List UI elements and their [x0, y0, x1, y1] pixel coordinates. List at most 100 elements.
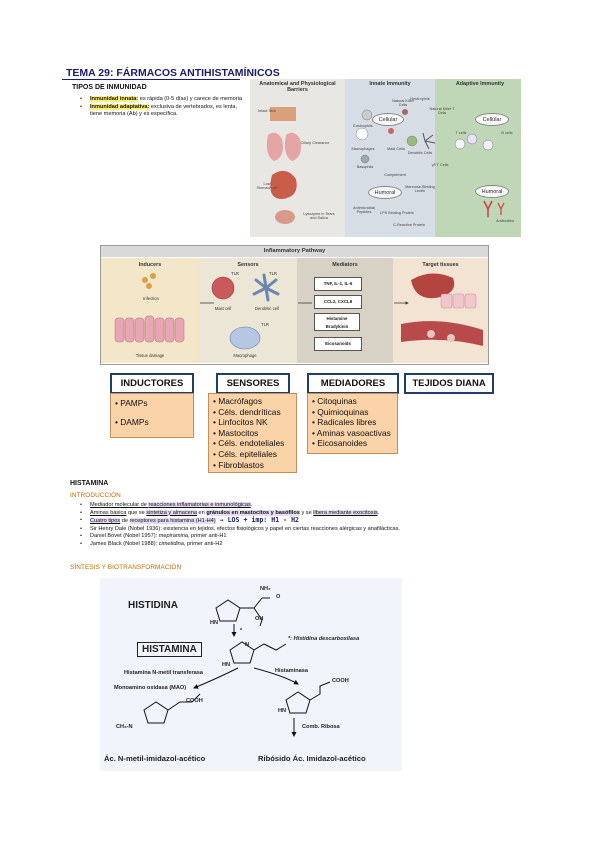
label-product-1: Ác. N-metil-imidazol-acético	[104, 754, 206, 763]
label-ch3n: CH₃-N	[116, 724, 133, 730]
label-tlr-1: TLR	[231, 271, 239, 276]
label-neutrophils: Neutrophils	[410, 97, 430, 101]
immunity-figure: Anatomical and Physiological Barriers In…	[250, 79, 521, 237]
subheading-introduccion: INTRODUCCIÓN	[70, 492, 121, 499]
mediator-box-histamine: Histamine Bradykinin	[314, 313, 360, 331]
list-item: • Citoquinas	[312, 396, 357, 406]
label-histamina: HISTAMINA	[137, 642, 202, 657]
lungs-icon	[266, 132, 301, 161]
handwritten-arrow: →	[215, 516, 228, 525]
list-item: • PAMPs	[115, 398, 148, 408]
label-b-cells: B cells	[501, 131, 513, 135]
text: , primer anti-H2	[183, 540, 223, 547]
label-lysozyme: Lysozyme in Tears and Saliva	[303, 212, 335, 220]
category-inductores: INDUCTORES	[110, 373, 194, 394]
label-nh2-a: NH₂	[260, 586, 271, 592]
term: Inmunidad adaptativa:	[90, 103, 150, 110]
category-sensores: SENSORES	[216, 373, 290, 394]
label-macrophages: Macrophages	[351, 147, 375, 151]
text: en	[196, 509, 207, 516]
list-item: • Eicosanoides	[312, 438, 368, 449]
innate-cellular-oval: Cellular	[372, 113, 404, 126]
list-item: Daniel Bovet (Nobel 1957): mepiramina, p…	[76, 533, 546, 541]
label-mbl: Mannose-Binding Lectin	[405, 185, 435, 193]
macrophage-icon	[229, 326, 261, 350]
list-item: • Macrófagos	[213, 396, 263, 406]
label-cooh-2: COOH	[332, 678, 349, 684]
label-oh: OH	[255, 616, 264, 622]
list-item: • Quimioquinas	[312, 406, 369, 417]
label-eosinophils: Eosinophils	[353, 124, 373, 128]
text: .	[377, 509, 380, 516]
mediator-box-cytokines: TNF, IL-1, IL-6	[314, 277, 362, 291]
category-mediadores: MEDIADORES	[307, 373, 399, 394]
label-hn-3: HN	[278, 708, 287, 714]
label-histaminasa: Histaminasa	[275, 668, 308, 674]
barriers-column	[250, 79, 345, 237]
list-item: James Black (Nobel 1988): cimetidina, pr…	[76, 541, 546, 549]
label-basophils: Basophils	[356, 165, 374, 169]
mediator-box-eicosanoids: Eicosanoids	[314, 337, 362, 351]
tissue-cells	[114, 315, 185, 343]
section-heading-histamina: HISTAMINA	[70, 480, 109, 487]
list-item: • DAMPs	[115, 416, 149, 427]
term: Inmunidad innata:	[90, 96, 139, 102]
header-barriers: Anatomical and Physiological Barriers	[259, 81, 336, 93]
subheading-sintesis: SÍNTESIS Y BIOTRANSFORMACIÓN	[70, 564, 182, 571]
inflammatory-pathway-figure: Inflammatory Pathway Inducers Sensors Me…	[100, 245, 489, 365]
text: gránulos en mastocitos y basófilos	[206, 509, 300, 516]
list-item: • Céls. dendríticas	[213, 406, 281, 417]
text: receptores para histamina (H1-H4)	[129, 518, 216, 525]
label-peptides: Antimicrobial Peptides	[353, 206, 375, 214]
text: , primer anti-H1	[187, 533, 227, 540]
dendritic-cell-icon	[252, 273, 280, 302]
label-o: O	[276, 594, 281, 600]
adaptive-cellular-oval: Cellular	[475, 113, 509, 126]
text: que se	[126, 509, 147, 516]
text: .	[250, 502, 253, 508]
label-star: *	[240, 628, 243, 634]
category-tejidos-diana: TEJIDOS DIANA	[404, 373, 494, 394]
list-item: Mediador molecular de reacciones inflama…	[76, 502, 546, 510]
header-innate: Innate Immunity	[369, 81, 411, 87]
liver-icon	[411, 273, 455, 299]
label-nk: Natural Killer Cells	[392, 99, 414, 107]
label-nmt: Histamina N-metil transferasa	[124, 670, 203, 676]
title-underline	[62, 79, 240, 80]
label-cooh-1: COOH	[186, 698, 203, 704]
mediator-box-chemokines: CCL2, CXCL8	[314, 295, 362, 309]
list-text: exclusiva de vertebrados, es lenta, tien…	[90, 103, 238, 118]
list-item: • Céls. endoteliales	[213, 438, 285, 449]
text: mepiramina	[158, 533, 188, 540]
innate-humoral-oval: Humoral	[368, 186, 402, 199]
label-hn-2: HN	[222, 662, 231, 668]
sensors-heading: Sensors	[237, 262, 259, 268]
label-hn-1: HN	[210, 620, 219, 626]
inductores-list: • PAMPs • DAMPs	[110, 393, 194, 438]
list-item: Inmunidad adaptativa: exclusiva de verte…	[76, 103, 246, 119]
text: y se	[299, 509, 314, 516]
text: sintetiza y almacena	[146, 509, 197, 516]
list-item: Cuatro tipos de receptores para histamin…	[76, 516, 546, 526]
adaptive-column	[435, 79, 521, 237]
label-tissue-damage: Tissue damage	[135, 353, 165, 358]
text: reacciones inflamatorias e inmunológicas	[148, 502, 251, 508]
list-item: Inmunidad innata: es rápida (0-5 días) y…	[76, 96, 246, 104]
text: Daniel Bovet (Nobel 1957):	[90, 533, 159, 540]
label-dendritic: Dendritic Cells	[407, 151, 433, 155]
label-nkt: Natural Killer T Cells	[429, 107, 455, 115]
list-item: Aminas básica que se sintetiza y almacen…	[76, 509, 546, 518]
list-text: es rápida (0-5 días) y carece de memoria	[138, 96, 243, 102]
label-decarboxylase: *: Histidina descarboxilasa	[288, 636, 360, 642]
immunity-types-list: Inmunidad innata: es rápida (0-5 días) y…	[76, 96, 246, 119]
mast-cell-icon	[211, 276, 235, 300]
sensores-list: • Macrófagos • Céls. dendríticas • Linfo…	[208, 393, 297, 473]
text: Mediador molecular de	[90, 502, 149, 508]
histamina-intro-list: Mediador molecular de reacciones inflama…	[76, 502, 546, 549]
label-ciliary: Ciliary Clearance	[300, 141, 330, 145]
text: cimetidina	[158, 540, 184, 547]
label-intact-skin: Intact Skin	[258, 109, 276, 113]
label-histidina: HISTIDINA	[128, 600, 178, 611]
label-infection: Infection	[143, 296, 159, 301]
label-lps: LPS Binding Protein	[380, 211, 414, 215]
